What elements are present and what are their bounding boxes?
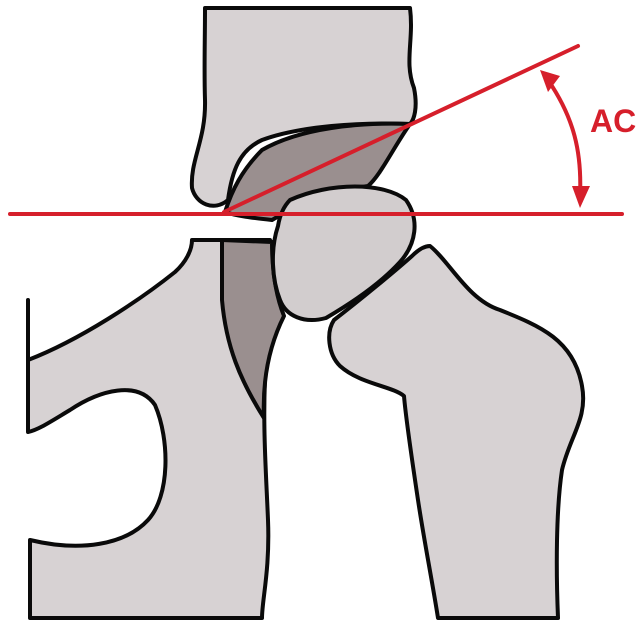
arc-arrowhead-top-icon <box>540 70 560 92</box>
angle-label: AC <box>590 103 636 139</box>
arc-arrowhead-bottom-icon <box>572 186 590 208</box>
angle-arc <box>548 80 580 196</box>
femur-bone <box>329 246 583 618</box>
